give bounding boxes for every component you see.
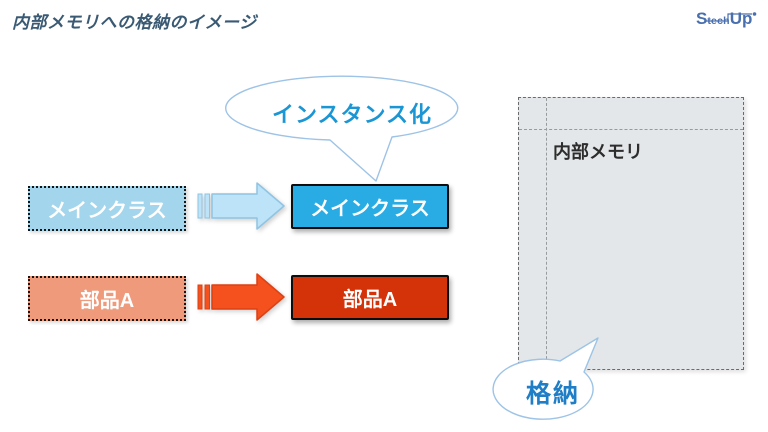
- page-title: 内部メモリへの格納のイメージ: [12, 13, 257, 32]
- memory-panel: 内部メモリ: [518, 97, 744, 370]
- target-box-part-a-label: 部品A: [342, 289, 398, 311]
- source-box-part-a: 部品A: [28, 276, 186, 321]
- logo-circuit-line-icon: [706, 12, 757, 22]
- target-box-main-class: メインクラス: [291, 184, 449, 229]
- striped-right-arrow-icon-blue: [197, 182, 285, 230]
- callout-store-label: 格納: [525, 380, 580, 408]
- target-box-part-a: 部品A: [291, 275, 449, 320]
- striped-right-arrow-icon-orange: [197, 273, 285, 321]
- memory-margin-line-vertical: [546, 98, 547, 369]
- source-box-main-class-label: メインクラス: [47, 200, 167, 222]
- target-box-main-class-label: メインクラス: [310, 198, 430, 220]
- logo-letter-s: S: [696, 9, 708, 28]
- memory-label: 内部メモリ: [553, 142, 643, 162]
- source-box-part-a-label: 部品A: [79, 290, 135, 312]
- memory-margin-line-horizontal: [519, 129, 743, 130]
- source-box-main-class: メインクラス: [28, 186, 186, 231]
- callout-instantiate-label: インスタンス化: [271, 102, 433, 127]
